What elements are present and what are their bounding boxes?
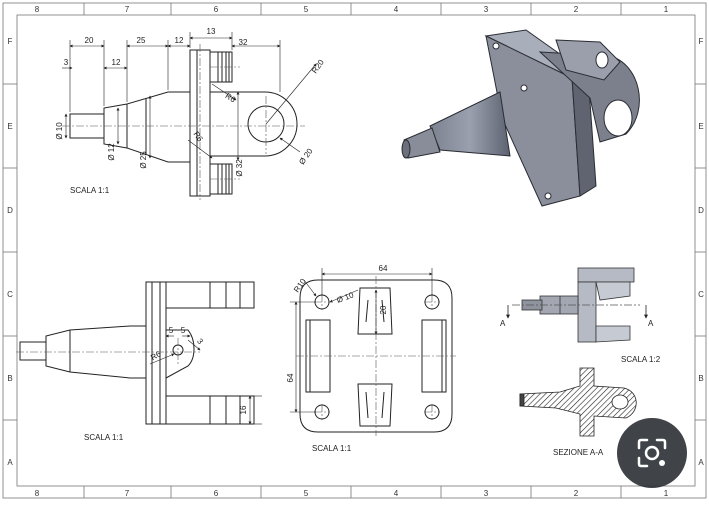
dim-64h: 64 [286,373,295,382]
row-label: A [698,458,704,467]
row-label: B [7,374,12,383]
front-view-dimlines [62,32,317,161]
dim-r6b: R6 [191,130,205,144]
isometric-view [401,29,640,207]
dim-r6: R6 [149,349,163,362]
frame-labels: 8 7 6 5 4 3 2 1 8 7 6 5 4 3 2 1 F E D C … [7,5,704,498]
section-letter-right: A [648,319,654,328]
col-label: 8 [35,489,40,498]
row-label: D [698,206,704,215]
col-label: 4 [394,489,399,498]
col-label: 4 [394,5,399,14]
side-view-dimlines [149,334,262,425]
plan-view-dimlines [290,268,433,413]
visual-search-icon [637,438,667,468]
dim-r20: R20 [310,58,326,76]
row-label: D [7,206,13,215]
sheet-frame [2,2,707,499]
dim-64w: 64 [379,264,388,273]
col-label: 1 [664,5,669,14]
row-label: B [698,374,703,383]
section-view [519,367,637,437]
row-label: E [698,122,703,131]
dim-20: 20 [85,36,94,45]
row-label: F [699,37,704,46]
dim-phi25: Ø 25 [139,151,148,169]
row-label: C [698,290,704,299]
scale-label-front: SCALA 1:1 [70,186,110,195]
dim-13: 13 [207,27,216,36]
dim-5b: 5 [181,326,186,335]
section-letter-left: A [500,319,506,328]
side-view-centerlines [16,338,200,364]
col-label: 2 [574,5,579,14]
col-label: 6 [214,5,219,14]
visual-search-button[interactable] [617,418,687,488]
scale-label-small: SCALA 1:2 [621,355,661,364]
dim-16: 16 [239,405,248,414]
front-view-dims: 20 25 12 13 32 3 12 R20 R6 R6 Ø 10 Ø 12 … [55,27,326,177]
col-label: 5 [304,5,309,14]
col-label: 7 [125,489,130,498]
dim-phi20: Ø 20 [297,146,315,166]
plan-view-dims: 64 64 R10 Ø 10 20 [286,264,388,382]
dim-32: 32 [239,38,248,47]
dim-5a: 5 [169,326,174,335]
section-label: SEZIONE A-A [553,448,604,457]
row-label: E [7,122,12,131]
row-label: A [7,458,13,467]
small-view-section-marks [506,304,648,319]
col-label: 5 [304,489,309,498]
dim-3: 3 [64,58,69,67]
dim-phi12: Ø 12 [107,143,116,161]
plan-view-centerlines [296,276,456,436]
scale-label-plan: SCALA 1:1 [312,444,352,453]
col-label: 3 [484,489,489,498]
front-view-centerlines [62,44,305,200]
scale-label-side: SCALA 1:1 [84,433,124,442]
col-label: 2 [574,489,579,498]
side-view [19,281,255,425]
row-label: C [7,290,13,299]
row-label: F [8,37,13,46]
dim-20: 20 [379,305,388,314]
dim-3: 3 [195,337,205,347]
dim-25: 25 [137,36,146,45]
col-label: 8 [35,5,40,14]
dim-12: 12 [175,36,184,45]
dim-r10: R10 [292,277,308,295]
dim-phi32: Ø 32 [235,159,244,177]
col-label: 6 [214,489,219,498]
col-label: 1 [664,489,669,498]
small-view [521,267,635,343]
side-view-dims: 5 5 R6 3 16 [149,326,248,414]
col-label: 7 [125,5,130,14]
dim-phi10: Ø 10 [335,290,355,305]
col-label: 3 [484,5,489,14]
dim-12b: 12 [112,58,121,67]
dim-phi10: Ø 10 [55,122,64,140]
